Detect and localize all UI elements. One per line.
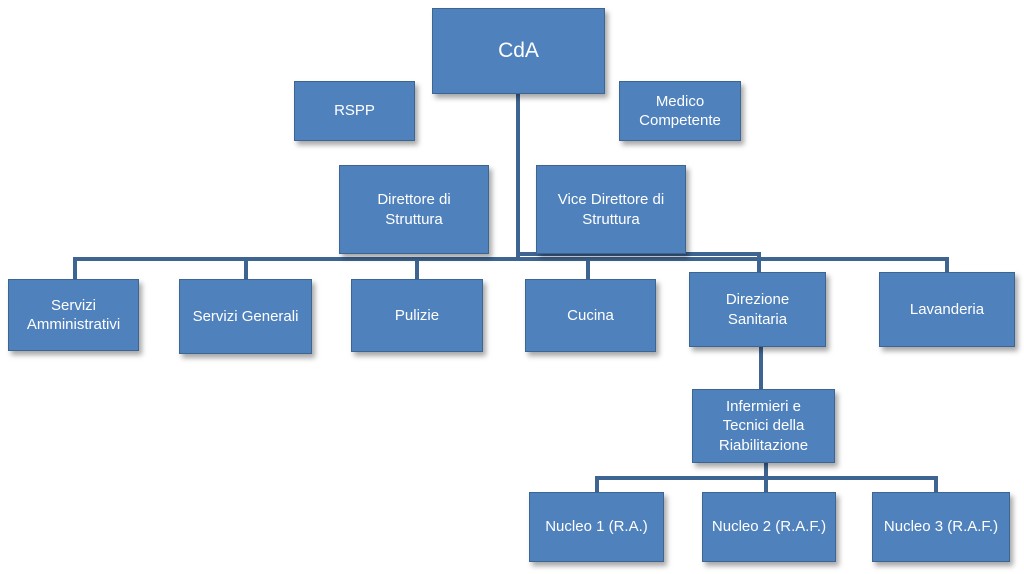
connector-sanitaria-down: [759, 346, 763, 390]
connector-department-bar: [73, 257, 949, 261]
node-rspp: RSPP: [294, 81, 415, 141]
connector-dept-5: [757, 252, 761, 272]
node-nucleo-3: Nucleo 3 (R.A.F.): [872, 492, 1010, 562]
connector-dept-2: [244, 259, 248, 279]
node-lavanderia: Lavanderia: [879, 272, 1015, 347]
connector-nucleo-1: [595, 478, 599, 492]
connector-dept-3: [415, 259, 419, 279]
node-nucleo-1: Nucleo 1 (R.A.): [529, 492, 664, 562]
connector-dept-6: [945, 259, 949, 273]
connector-dept-1: [73, 259, 77, 279]
node-vice-direttore-struttura: Vice Direttore di Struttura: [536, 165, 686, 254]
node-medico-competente: Medico Competente: [619, 81, 741, 141]
connector-nucleo-2: [764, 478, 768, 492]
node-nucleo-2: Nucleo 2 (R.A.F.): [702, 492, 836, 562]
node-direttore-struttura: Direttore di Struttura: [339, 165, 489, 254]
node-direzione-sanitaria: Direzione Sanitaria: [689, 272, 826, 347]
node-servizi-amministrativi: Servizi Amministrativi: [8, 279, 139, 351]
connector-infermieri-down: [764, 462, 768, 478]
connector-dept-4: [586, 259, 590, 279]
connector-root-trunk: [516, 94, 520, 259]
node-cda: CdA: [432, 8, 605, 94]
node-cucina: Cucina: [525, 279, 656, 352]
node-servizi-generali: Servizi Generali: [179, 279, 312, 354]
connector-nucleo-3: [934, 478, 938, 492]
connector-secondary-bar: [516, 252, 761, 256]
node-infermieri-tecnici: Infermieri e Tecnici della Riabilitazion…: [692, 389, 835, 463]
node-pulizie: Pulizie: [351, 279, 483, 352]
